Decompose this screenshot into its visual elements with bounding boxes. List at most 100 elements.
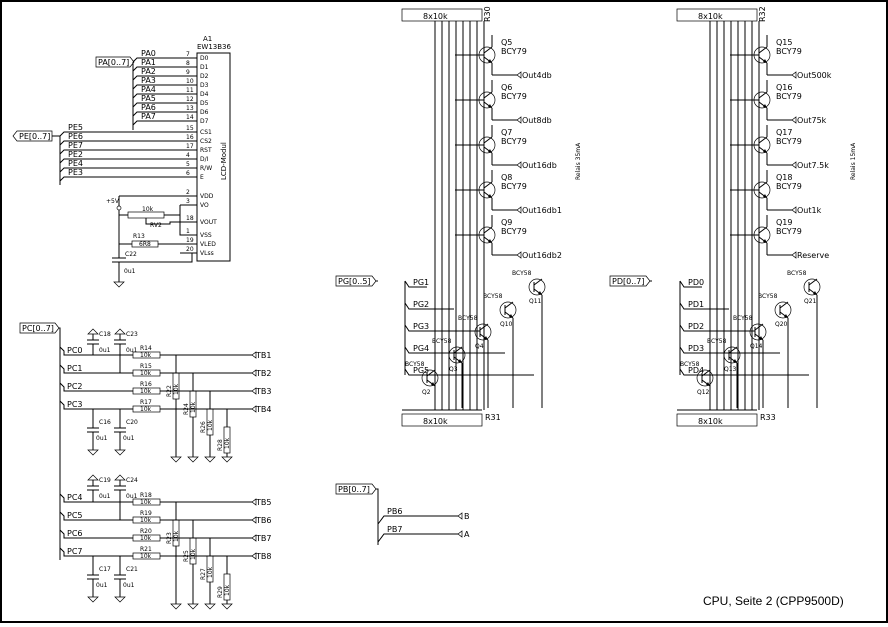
lcd-pin-name-D4: D4 xyxy=(200,91,209,98)
lcd-power-name-VSS: VSS xyxy=(200,232,212,239)
lcd-pin-name-CS2: CS2 xyxy=(200,138,212,145)
relay-Q19-part: BCY79 xyxy=(776,227,802,236)
lcd-net-PA7: PA7 xyxy=(141,112,156,121)
lcd-net-PE4: PE4 xyxy=(68,159,83,168)
lcd-pin-name-D5: D5 xyxy=(200,100,209,107)
lcd-power-name-VDD: VDD xyxy=(200,193,214,200)
relay-Q9-arrow xyxy=(488,239,492,243)
lcd-power-name-VO: VO xyxy=(200,202,209,209)
lcd-pin-num-6: 6 xyxy=(186,170,190,177)
relay-in-PD3 xyxy=(679,346,780,354)
R25-gnd xyxy=(187,603,199,610)
relay-out-Out75k: Out75k xyxy=(797,116,827,125)
lcd-net-PA0: PA0 xyxy=(141,49,156,58)
R31-value: 8x10k xyxy=(423,417,448,426)
relay-Q15-ref: Q15 xyxy=(776,38,792,47)
lcd-pin-name-D/I: D/I xyxy=(200,156,209,163)
tb-line-PC4 xyxy=(59,493,133,503)
lcd-power-num-18: 18 xyxy=(186,215,194,222)
relay-Q19-collector xyxy=(758,226,768,234)
relay-Q9-collector xyxy=(483,226,493,234)
driver-Q14-body xyxy=(749,323,767,341)
relay-in-PG5 xyxy=(404,368,534,376)
lcd-pin-PE7-wire xyxy=(59,149,197,155)
lcd-pin-name-D1: D1 xyxy=(200,64,209,71)
relay-in-label-PD1: PD1 xyxy=(688,300,704,309)
relay-Q16-arrow xyxy=(763,104,767,108)
relay-Q8-collector xyxy=(483,181,493,189)
relay-Q6-collector xyxy=(483,91,493,99)
R23-gnd xyxy=(170,603,182,610)
lcd-pin-num-16: 16 xyxy=(186,134,194,141)
relay-Q5-ref: Q5 xyxy=(501,38,512,47)
R33-value: 8x10k xyxy=(698,417,723,426)
relay-out-Out1k: Out1k xyxy=(797,206,822,215)
TB1-arrow xyxy=(251,351,257,359)
driver-Q12-body xyxy=(696,369,714,387)
TB5-arrow xyxy=(251,498,257,506)
C16-gnd xyxy=(87,449,99,456)
relay-in-PG2 xyxy=(404,302,454,310)
relay-out-arrow-3 xyxy=(791,206,797,214)
lcd-pin-num-10: 10 xyxy=(186,78,194,85)
R31-body xyxy=(401,413,483,427)
pot-value: 10k xyxy=(142,206,154,213)
R27-gnd xyxy=(204,603,216,610)
supply-label: +5V xyxy=(106,198,120,205)
driver-Q14-arrow xyxy=(759,336,763,340)
lcd-pin-name-D0: D0 xyxy=(200,55,209,62)
driver-Q21-body xyxy=(803,278,821,296)
pb-net-PB7: PB7 xyxy=(387,525,402,534)
TB8-arrow xyxy=(251,552,257,560)
relay-out-Out16db2: Out16db2 xyxy=(522,251,562,260)
tb-line-PC2 xyxy=(59,382,133,392)
R29-value: 10k xyxy=(224,584,231,596)
c24-value: 0u1 xyxy=(126,493,138,500)
R24-value: 10k xyxy=(190,401,197,413)
pot-wiper xyxy=(145,218,192,225)
relay-Q16-part: BCY79 xyxy=(776,92,802,101)
pb-out-A: A xyxy=(464,530,470,539)
relay-Q19-arrow xyxy=(763,239,767,243)
relay-Q19-ref: Q19 xyxy=(776,218,792,227)
driver-Q21-ref: Q21 xyxy=(804,298,817,305)
tb-net-PC0: PC0 xyxy=(67,346,83,355)
pb-arrow-1 xyxy=(457,530,463,538)
pot-ref: RV2 xyxy=(150,222,162,229)
lcd-pin-name-R/W: R/W xyxy=(200,165,212,172)
pa-bus-port xyxy=(95,56,135,68)
relay-Q17-ref: Q17 xyxy=(776,128,792,137)
c17-value: 0u1 xyxy=(96,582,108,589)
tb-line-PC5 xyxy=(59,511,133,521)
driver-Q13-ref: Q13 xyxy=(724,366,737,373)
c16-value: 0u1 xyxy=(96,435,108,442)
C21-gnd xyxy=(114,596,126,603)
relay-out-Out7.5k: Out7.5k xyxy=(797,161,829,170)
relay-in-label-PD4: PD4 xyxy=(688,366,704,375)
pb-arrow-0 xyxy=(457,512,463,520)
R21-value: 10k xyxy=(140,553,152,560)
R14-value: 10k xyxy=(140,352,152,359)
R15-value: 10k xyxy=(140,370,152,377)
lcd-pin-name-D2: D2 xyxy=(200,73,209,80)
R18-ref: R18 xyxy=(140,492,152,499)
gnd-symbol xyxy=(113,281,125,288)
driver-Q2-collector xyxy=(426,369,436,377)
pe-bus-label: PE[0..7] xyxy=(19,132,50,141)
pb-line-PB7 xyxy=(377,533,458,543)
TB7-arrow xyxy=(251,534,257,542)
lcd-power-num-19: 19 xyxy=(186,237,194,244)
driver-Q20-ref: Q20 xyxy=(775,321,788,328)
lcd-pin-PA2-wire xyxy=(132,75,197,81)
R16-ref: R16 xyxy=(140,381,152,388)
relay-label: Relais 35mA xyxy=(575,142,582,180)
driver-Q10-part: BCY58 xyxy=(483,293,503,300)
lcd-power-num-20: 20 xyxy=(186,246,194,253)
tb-label-TB1: TB1 xyxy=(255,351,271,360)
lcd-pin-num-9: 9 xyxy=(186,69,190,76)
relay-out-arrow-2 xyxy=(791,161,797,169)
pb-bus-label: PB[0..7] xyxy=(338,485,370,494)
